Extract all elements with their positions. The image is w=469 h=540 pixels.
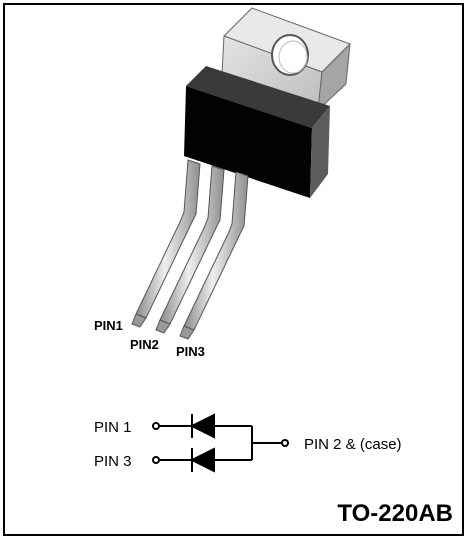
diode-1-symbol [189, 413, 215, 439]
package-leads [131, 159, 249, 340]
schematic-common-label: PIN 2 & (case) [304, 436, 402, 453]
package-body [184, 66, 330, 198]
common-terminal [281, 439, 289, 447]
pin2-label: PIN2 [130, 337, 159, 352]
metal-tab [221, 7, 351, 112]
schematic-pin1-label: PIN 1 [94, 419, 132, 436]
pin1-terminal [152, 422, 160, 430]
pin1-label: PIN1 [94, 318, 123, 333]
pin3-label: PIN3 [176, 344, 205, 359]
diode-2-symbol [189, 447, 215, 473]
schematic-symbol [152, 413, 289, 473]
pin3-terminal [152, 456, 160, 464]
schematic-pin3-label: PIN 3 [94, 453, 132, 470]
package-name: TO-220AB [337, 500, 453, 527]
diagram-frame [3, 3, 464, 536]
